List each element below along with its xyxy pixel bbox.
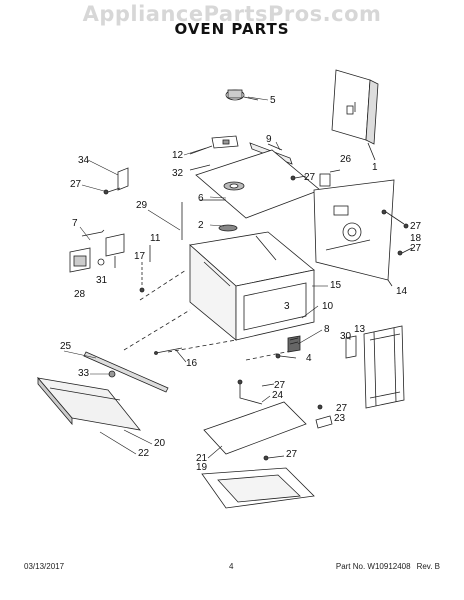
callout-15: 15 — [330, 280, 342, 291]
callout-17: 17 — [134, 251, 146, 262]
part-vent — [275, 335, 301, 359]
part-number-label: Part No. W10912408 — [335, 562, 411, 571]
callout-2: 2 — [198, 220, 204, 231]
callout-8: 8 — [324, 324, 330, 335]
callout-19: 19 — [196, 462, 208, 473]
callout-11: 11 — [150, 233, 161, 244]
watermark: AppliancePartsPros.com — [82, 2, 382, 26]
part-bottom-bracket — [237, 379, 275, 405]
callout-33: 33 — [78, 368, 90, 379]
callout-5: 5 — [270, 95, 276, 106]
part-bracket — [189, 135, 239, 171]
callout-25: 25 — [60, 341, 72, 352]
callout-27c: 27 — [410, 221, 422, 232]
callout-24: 24 — [272, 390, 284, 401]
part-oven-cavity — [189, 224, 315, 341]
part-rear-panel — [331, 69, 379, 161]
callout-32: 32 — [172, 168, 184, 179]
callout-20: 20 — [154, 438, 166, 449]
callout-14: 14 — [396, 286, 408, 297]
callout-23: 23 — [334, 413, 346, 424]
callout-leaders — [63, 96, 351, 459]
callout-27a: 27 — [304, 172, 316, 183]
part-slide-rail — [83, 351, 169, 393]
callout-16: 16 — [186, 358, 198, 369]
callout-27b: 27 — [70, 179, 82, 190]
callout-26: 26 — [340, 154, 352, 165]
page-title: OVEN PARTS — [174, 20, 290, 38]
callout-13: 13 — [354, 324, 366, 335]
part-side-bracket — [290, 169, 341, 187]
footer-part-number: Part No. W10912408 Rev. B — [336, 562, 440, 571]
callout-1: 1 — [372, 162, 378, 173]
callout-18: 18 — [410, 233, 422, 244]
callout-27f: 27 — [336, 403, 348, 414]
callout-10: 10 — [322, 301, 334, 312]
part-hinge-receiver — [103, 167, 129, 195]
callout-27e: 27 — [274, 380, 286, 391]
callout-31: 31 — [96, 275, 108, 286]
part-trim — [36, 376, 141, 431]
footer-page-number: 4 — [229, 562, 234, 571]
part-side-wrap — [313, 179, 395, 287]
callout-3: 3 — [284, 301, 290, 312]
callout-4: 4 — [306, 353, 312, 364]
part-sensor — [225, 89, 259, 101]
part-right-bracket — [315, 404, 333, 429]
callout-6: 6 — [198, 193, 204, 204]
footer-date: 03/13/2017 — [24, 562, 65, 571]
callout-30: 30 — [340, 331, 352, 342]
callout-29: 29 — [136, 200, 148, 211]
callout-27g: 27 — [286, 449, 298, 460]
callout-28: 28 — [74, 289, 86, 300]
part-top-panel — [195, 149, 321, 219]
part-screws-right — [381, 209, 413, 256]
callout-12: 12 — [172, 150, 184, 161]
revision-label: Rev. B — [416, 562, 440, 571]
part-rod — [154, 347, 183, 355]
part-bottom-panel — [201, 401, 315, 509]
callout-21: 21 — [196, 453, 208, 464]
callout-27d: 27 — [410, 243, 422, 254]
callout-34: 34 — [78, 155, 90, 166]
part-door-glass — [345, 325, 405, 409]
callout-7: 7 — [72, 218, 78, 229]
callout-labels: 1 2 3 4 5 6 7 8 9 10 11 12 13 14 15 16 1… — [60, 95, 422, 473]
callout-22: 22 — [138, 448, 150, 459]
callout-9: 9 — [266, 134, 272, 145]
part-controls — [69, 229, 125, 273]
part-gasket — [139, 202, 183, 293]
